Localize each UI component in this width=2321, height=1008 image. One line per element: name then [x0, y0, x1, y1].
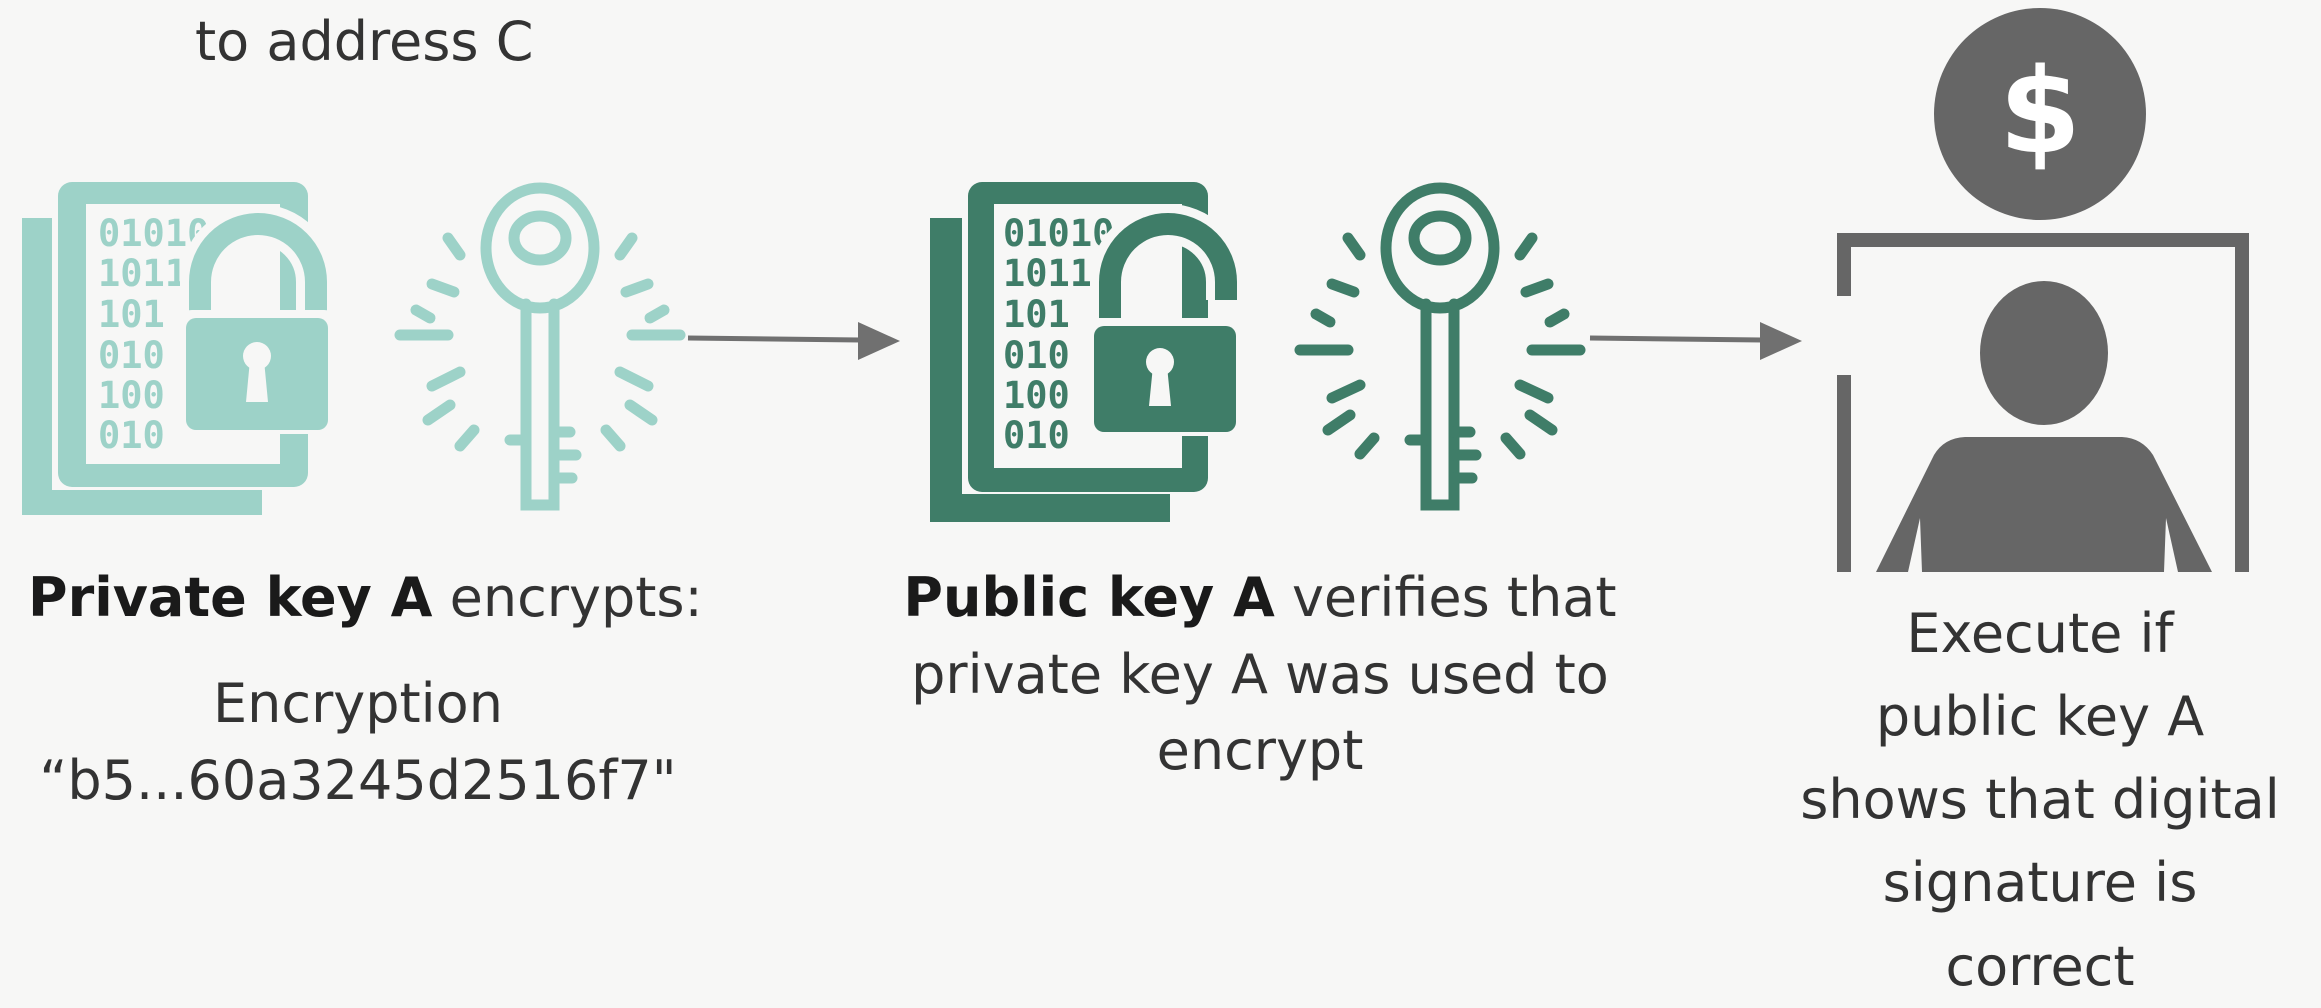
verified-document-icon: 01010 1011 101 010 100 010 [930, 182, 1246, 522]
step2-verb: verifies that [1274, 566, 1617, 629]
step1-verb: encrypts: [432, 566, 703, 629]
step3-line2: public key A [1875, 685, 2205, 749]
binary-line: 010 [98, 334, 165, 377]
user-icon [1876, 281, 2212, 572]
binary-line: 010 [1003, 414, 1070, 457]
dollar-sign: $ [1999, 42, 2081, 180]
binary-line: 010 [98, 414, 165, 457]
top-caption: to address C [195, 10, 534, 73]
binary-line: 1011 [1003, 252, 1092, 295]
private-key-label: Private key A [28, 566, 433, 629]
encryption-label: Encryption [213, 672, 503, 735]
arrow-right-icon [1589, 322, 1802, 360]
binary-line: 101 [98, 293, 165, 336]
binary-line: 100 [1003, 374, 1070, 417]
step3-line3: shows that digital [1800, 768, 2280, 832]
encryption-hash: “b5...60a3245d2516f7" [39, 748, 677, 812]
public-key-label: Public key A [903, 566, 1275, 629]
person-frame-icon [1837, 233, 2249, 572]
step2-caption: Public key A verifies that private key A… [880, 560, 1640, 790]
dollar-coin-icon: $ [1934, 8, 2146, 220]
encrypted-document-icon: 01010 1011 101 010 100 010 [22, 182, 338, 515]
binary-line: 01010 [1003, 212, 1114, 255]
step2-line2: private key A was used to [911, 642, 1609, 706]
public-key-icon [1294, 182, 1586, 511]
binary-line: 010 [1003, 334, 1070, 377]
open-padlock-icon [1086, 204, 1246, 436]
binary-line: 100 [98, 374, 165, 417]
binary-line: 101 [1003, 293, 1070, 336]
step3-line5: correct [1945, 934, 2135, 998]
step1-caption: Private key A encrypts: [28, 560, 703, 637]
step2-line3: encrypt [1156, 719, 1364, 783]
binary-line: 1011 [98, 252, 187, 295]
step3-line4: signature is [1882, 851, 2198, 915]
closed-padlock-icon [178, 204, 338, 434]
diagram-artwork: 01010 1011 101 010 100 010 [22, 8, 2249, 572]
arrow-right-icon [687, 322, 900, 360]
step3-line1: Execute if [1906, 602, 2174, 665]
step1-encryption: Encryption “b5...60a3245d2516f7" [28, 666, 688, 819]
step3-caption: Execute if public key A shows that digit… [1780, 592, 2300, 1008]
private-key-icon [394, 182, 686, 511]
